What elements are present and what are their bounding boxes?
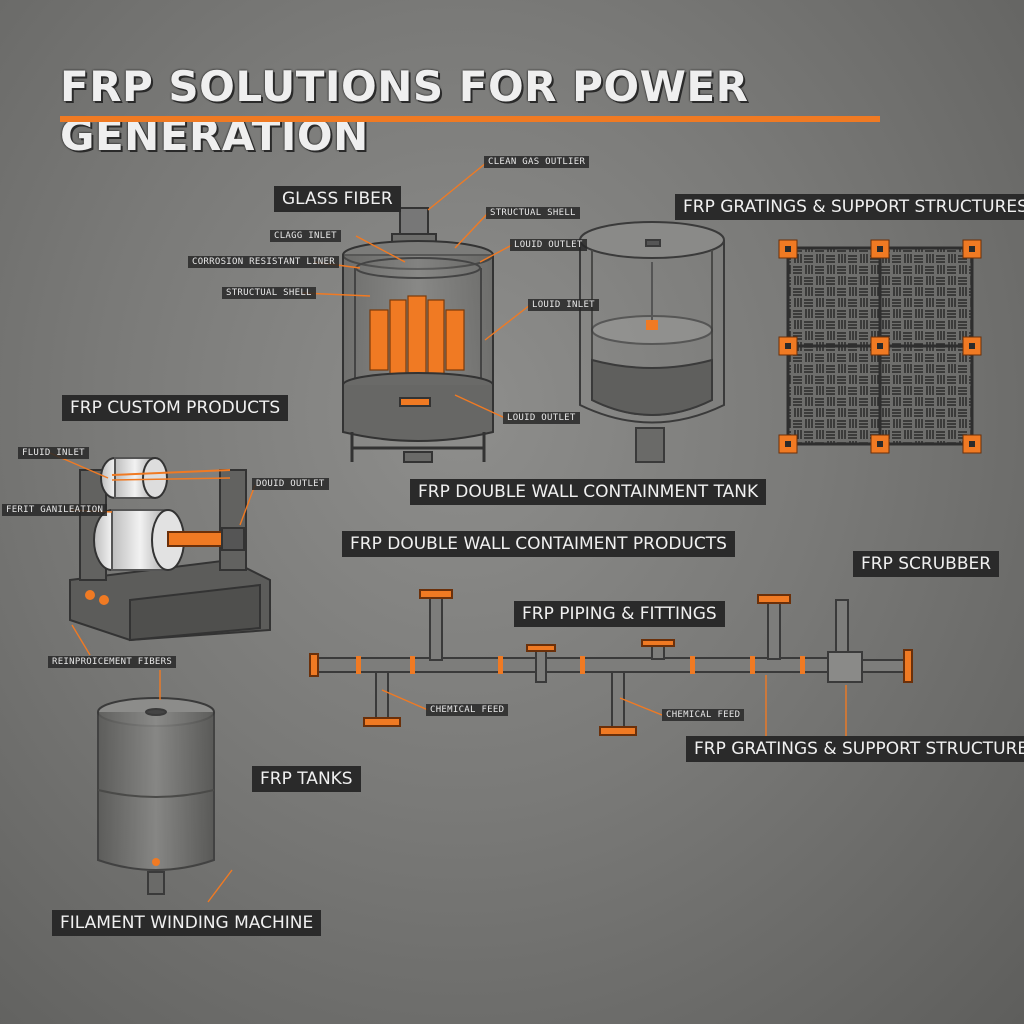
callout-fluid-inlet: FLUID INLET	[18, 447, 89, 459]
label-double-wall-products: FRP DOUBLE WALL CONTAIMENT PRODUCTS	[342, 531, 735, 557]
winding-machine-drawing	[69, 457, 271, 642]
label-gratings-bottom: FRP GRATINGS & SUPPORT STRUCTURES	[686, 736, 1024, 762]
callout-gas-inlet: CLAGG INLET	[270, 230, 341, 242]
callout-chemical-feed-2: CHEMICAL FEED	[662, 709, 745, 721]
label-gratings-top: FRP GRATINGS & SUPPORT STRUCTURES	[675, 194, 1024, 220]
label-filament-winding: FILAMENT WINDING MACHINE	[52, 910, 322, 936]
label-glass-fiber: GLASS FIBER	[274, 186, 401, 212]
piping-drawing	[309, 589, 913, 736]
title-underline	[60, 116, 880, 122]
label-piping: FRP PIPING & FITTINGS	[514, 601, 725, 627]
grating-panel-drawing	[778, 239, 982, 454]
frp-tank-drawing	[97, 697, 215, 895]
callout-structural-shell-1: STRUCTUAL SHELL	[486, 207, 580, 219]
callout-liquid-outlet-top: LOUID OUTLET	[510, 239, 587, 251]
callout-reinforcement-fibers: REINPROICEMENT FIBERS	[48, 656, 177, 668]
label-tanks: FRP TANKS	[252, 766, 361, 792]
callout-fibre-guide: FERIT GANILEATION	[2, 504, 108, 516]
callout-liquid-inlet: LOUID INLET	[528, 299, 599, 311]
label-custom-products: FRP CUSTOM PRODUCTS	[62, 395, 289, 421]
callout-liquid-outlet-bottom: LOUID OUTLET	[503, 412, 580, 424]
label-scrubber: FRP SCRUBBER	[853, 551, 1000, 577]
label-double-wall-tank: FRP DOUBLE WALL CONTAINMENT TANK	[410, 479, 767, 505]
callout-clean-gas-outlet: CLEAN GAS OUTLIER	[484, 156, 590, 168]
callout-liquid-outlet-machine: DOUID OUTLET	[252, 478, 329, 490]
containment-tank-drawing	[579, 221, 725, 463]
scrubber-vessel-drawing	[342, 207, 494, 463]
callout-corrosion-liner: CORROSION RESISTANT LINER	[188, 256, 339, 268]
callout-structural-shell-2: STRUCTUAL SHELL	[222, 287, 316, 299]
callout-chemical-feed-1: CHEMICAL FEED	[426, 704, 509, 716]
